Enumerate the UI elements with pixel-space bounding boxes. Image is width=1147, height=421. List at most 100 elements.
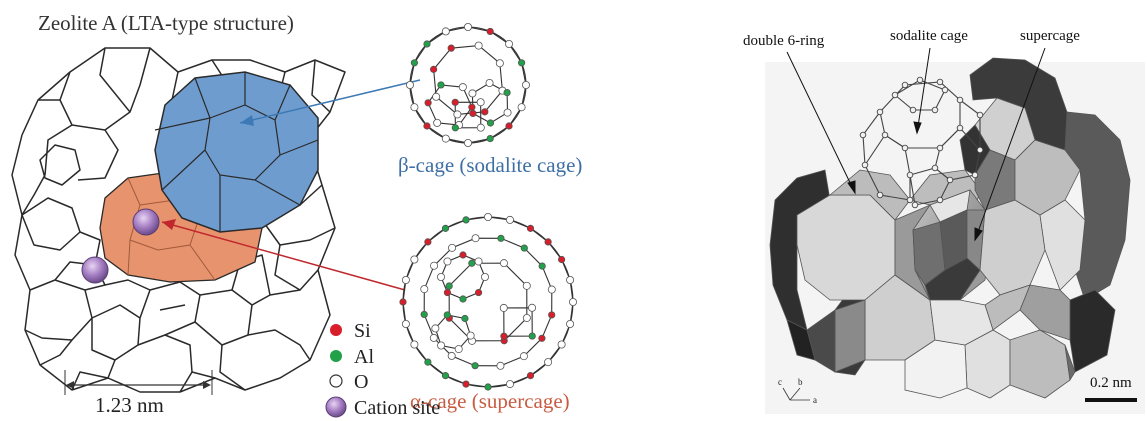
framework-atom [526, 224, 535, 232]
legend-cation-marker [325, 396, 347, 418]
framework-atom [497, 234, 505, 242]
framework-atom [462, 380, 470, 388]
sodalite-atoms [859, 76, 984, 209]
framework-atom [401, 276, 410, 285]
framework-atom [437, 341, 446, 350]
supercage-model [399, 212, 578, 391]
framework-atom [420, 310, 428, 319]
framework-atom [569, 297, 578, 306]
framework-atom [399, 298, 407, 306]
double-6-ring-pointer [786, 51, 856, 194]
framework-atom [461, 314, 469, 323]
polyhedral-framework [769, 57, 1131, 399]
framework-atom [474, 288, 483, 297]
framework-atom [443, 257, 452, 266]
framework-atom [548, 311, 556, 319]
framework-atom [431, 324, 440, 333]
cation-sphere-small [81, 256, 109, 284]
framework-atom [447, 351, 456, 360]
framework-atom [517, 103, 526, 112]
framework-atom [430, 65, 438, 73]
framework-atom [496, 361, 505, 370]
framework-atom [430, 261, 439, 270]
framework-atom [469, 109, 477, 118]
framework-atom [538, 334, 546, 342]
framework-atom [463, 138, 472, 147]
framework-atom [519, 352, 528, 361]
framework-atom [410, 255, 419, 264]
atom-legend: Si Al O Cation site [325, 320, 440, 419]
lta-polyhedral-figure: double 6-ring sodalite cage supercage c … [743, 28, 1145, 414]
zeolite-a-figure: Zeolite A (LTA-type structure) [11, 11, 582, 419]
scale-label-left: 1.23 nm [95, 393, 164, 417]
beta-cage-highlight [154, 71, 319, 233]
framework-atom [476, 98, 485, 107]
framework-atom [505, 39, 514, 48]
framework-atom [423, 122, 431, 130]
framework-atom [462, 216, 470, 224]
framework-atom [566, 319, 575, 328]
framework-atom [486, 134, 494, 143]
legend-cation: Cation site [354, 397, 440, 419]
framework-atom [433, 118, 442, 127]
framework-atom [451, 98, 459, 106]
framework-atom [441, 27, 450, 36]
framework-atom [517, 59, 526, 67]
alpha-arrowhead [162, 219, 176, 230]
framework-atom [448, 243, 457, 252]
framework-atom [483, 212, 492, 221]
framework-atom [405, 81, 414, 90]
scale-bar-right [1085, 398, 1137, 402]
framework-atom [410, 340, 419, 349]
legend-si: Si [354, 320, 371, 342]
framework-atom [451, 124, 459, 132]
framework-atom [481, 108, 489, 116]
lta-polyhedral-panel: double 6-ring sodalite cage supercage c … [735, 0, 1147, 421]
framework-atom [437, 81, 445, 89]
framework-atom [453, 110, 462, 119]
framework-atom [441, 134, 450, 143]
zeolite-a-panel: Zeolite A (LTA-type structure) [11, 11, 582, 419]
legend-si-marker [330, 324, 342, 336]
zeolite-title: Zeolite A (LTA-type structure) [38, 11, 294, 35]
framework-atom [486, 119, 495, 127]
framework-atom [499, 303, 508, 312]
framework-atom [429, 333, 438, 342]
framework-atom [476, 123, 485, 132]
supercage-label: supercage [1020, 28, 1080, 44]
framework-atom [486, 27, 494, 36]
framework-atom [495, 59, 504, 68]
framework-atom [558, 255, 566, 264]
supercage-pointer [974, 47, 1046, 241]
legend-al-marker [330, 350, 342, 362]
framework-atom [522, 281, 531, 290]
framework-atom [468, 103, 476, 111]
framework-atom [459, 295, 467, 303]
framework-atom [547, 285, 556, 294]
framework-atom [432, 92, 441, 101]
framework-atom [466, 331, 475, 340]
framework-atom [410, 59, 419, 67]
framework-atom [459, 251, 467, 259]
framework-atom [566, 276, 575, 285]
framework-atom [503, 108, 512, 117]
axis-b-label: b [798, 377, 803, 387]
framework-atom [441, 372, 450, 380]
framework-atom [420, 285, 429, 294]
framework-atom [503, 88, 511, 97]
framework-atom [522, 81, 531, 90]
framework-atom [528, 332, 536, 340]
axis-a-label: a [813, 395, 817, 405]
framework-atom [410, 103, 419, 112]
framework-atom [499, 259, 508, 268]
framework-atom [522, 313, 531, 322]
scale-label-right: 0.2 nm [1090, 375, 1132, 391]
cation-sphere-alpha [132, 208, 160, 236]
axis-indicator [782, 387, 810, 401]
framework-atom [474, 41, 483, 50]
framework-atom [474, 257, 483, 266]
legend-o: O [354, 371, 368, 393]
beta-cage-label: β-cage (sodalite cage) [398, 153, 582, 177]
framework-atom [468, 259, 476, 267]
beta-cage-arrow [239, 79, 421, 124]
